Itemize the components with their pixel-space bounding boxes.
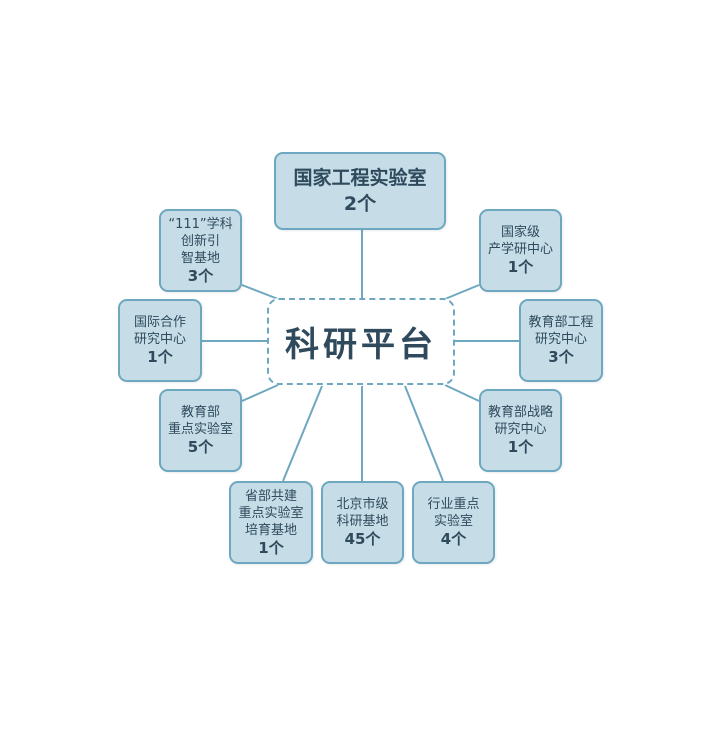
link-prov-key-lab-base (282, 385, 323, 482)
node-count: 1个 (507, 258, 534, 276)
node-count: 2个 (343, 193, 377, 215)
link-111-base (241, 284, 279, 300)
node-count: 4个 (440, 530, 467, 548)
node-label-line: 重点实验室 (238, 505, 304, 521)
node-label-line: 智基地 (180, 250, 220, 266)
node-national-eng-lab: 国家工程实验室 2个 (274, 152, 446, 230)
node-count: 3个 (187, 266, 214, 285)
node-label-line: 国家级 (500, 225, 540, 240)
center-node-research-platform: 科研平台 (267, 298, 455, 385)
node-label-line: 实验室 (433, 514, 473, 529)
node-label-line: 研究中心 (494, 422, 547, 437)
node-label-line: 教育部战略 (487, 405, 553, 420)
node-count: 3个 (548, 348, 574, 366)
node-label-line: 行业重点 (427, 497, 480, 512)
node-count: 1个 (258, 538, 284, 557)
node-label-line: 教育部 (180, 405, 220, 420)
node-label-line: 教育部工程 (528, 315, 594, 330)
node-label-line: 省部共建 (244, 488, 297, 504)
node-label-line: 培育基地 (244, 522, 297, 538)
node-label-line: 重点实验室 (167, 422, 233, 437)
node-label-line: 北京市级 (336, 497, 389, 512)
node-label-line: 产学研中心 (487, 242, 553, 257)
node-label-line: 国际合作 (133, 315, 186, 330)
link-moe-strategy-center (444, 384, 480, 402)
node-label-line: 国家工程实验室 (293, 167, 427, 189)
link-industry-key-lab (404, 385, 444, 482)
node-label-line: 科研基地 (336, 514, 389, 529)
node-label-line: “111”学科 (168, 216, 233, 232)
node-label-line: 创新引 (180, 233, 220, 249)
node-count: 45个 (344, 530, 381, 548)
node-count: 1个 (147, 348, 173, 366)
node-count: 5个 (187, 438, 214, 456)
node-label-line: 研究中心 (133, 332, 186, 347)
link-national-iur-center (444, 284, 480, 300)
link-moe-key-lab (241, 384, 279, 402)
node-label-line: 研究中心 (534, 332, 587, 347)
node-count: 1个 (507, 438, 534, 456)
